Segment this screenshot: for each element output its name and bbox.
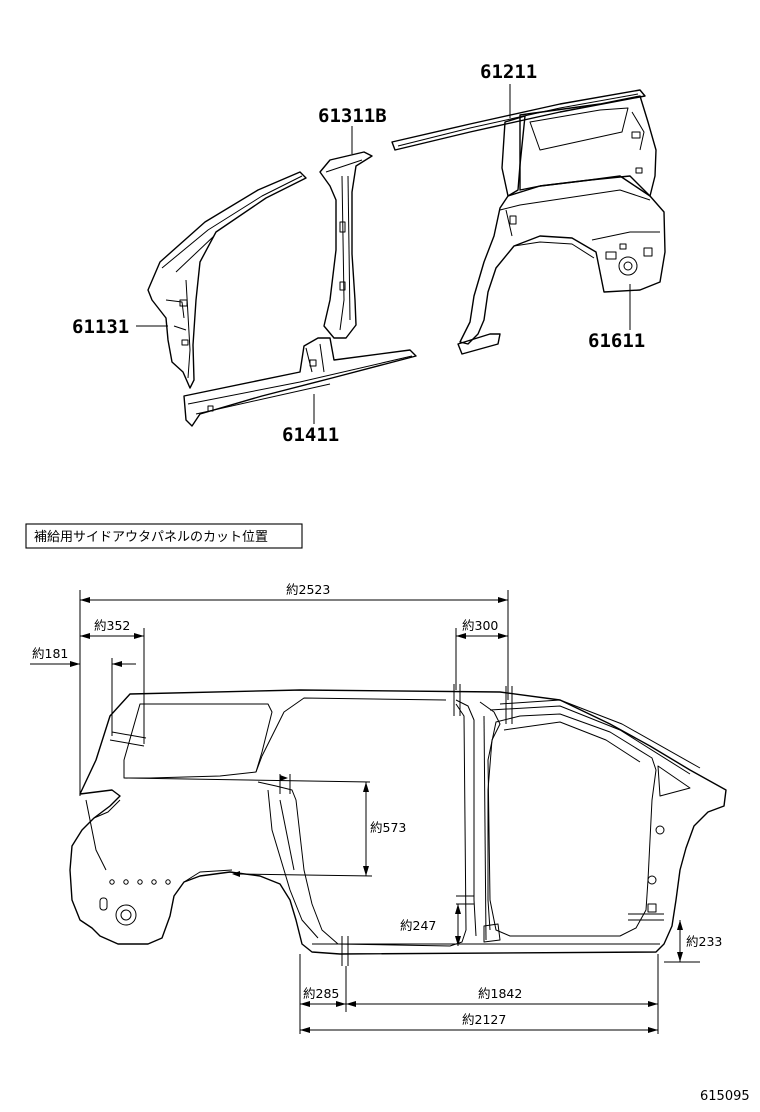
side-panel-cut-diagram: 約2523 約352 約300 約181 約573 約247 約233 約285… [30,582,727,1034]
dim-label-2127: 約2127 [462,1012,506,1027]
part-61411-rocker-panel [183,337,417,427]
rear-quarter-window [123,703,273,779]
section-title-box: 補給用サイドアウタパネルのカット位置 [25,523,303,549]
dim-label-2523: 約2523 [286,582,330,597]
a-pillar-window [657,765,691,797]
part-61131-front-pillar [147,171,307,389]
dim-label-573: 約573 [370,820,406,835]
dim-label-285: 約285 [303,986,339,1001]
dimension-lines [30,590,700,1034]
dim-label-300: 約300 [462,618,498,633]
part-61311b-center-pillar [319,151,373,339]
cut-markers [123,684,664,966]
section-title: 補給用サイドアウタパネルのカット位置 [34,530,268,545]
part-label-61411: 61411 [282,424,339,446]
part-label-61611: 61611 [588,330,645,352]
dim-label-1842: 約1842 [478,986,522,1001]
part-label-61311b: 61311B [318,105,387,127]
rear-wheel-arch [183,869,233,883]
dim-label-181: 約181 [32,646,68,661]
dim-label-233: 約233 [686,934,722,949]
exploded-parts-view: 61211 61311B 61131 61611 61411 [72,61,666,446]
diagram-code: 615095 [700,1089,750,1104]
part-label-61211: 61211 [480,61,537,83]
part-61211-roof-rail-quarter [391,89,666,355]
dim-label-247: 約247 [400,918,436,933]
front-door-opening [487,713,657,937]
part-label-61131: 61131 [72,316,129,338]
dim-label-352: 約352 [94,618,130,633]
side-panel-outline [69,689,727,955]
b-pillar [455,699,477,937]
